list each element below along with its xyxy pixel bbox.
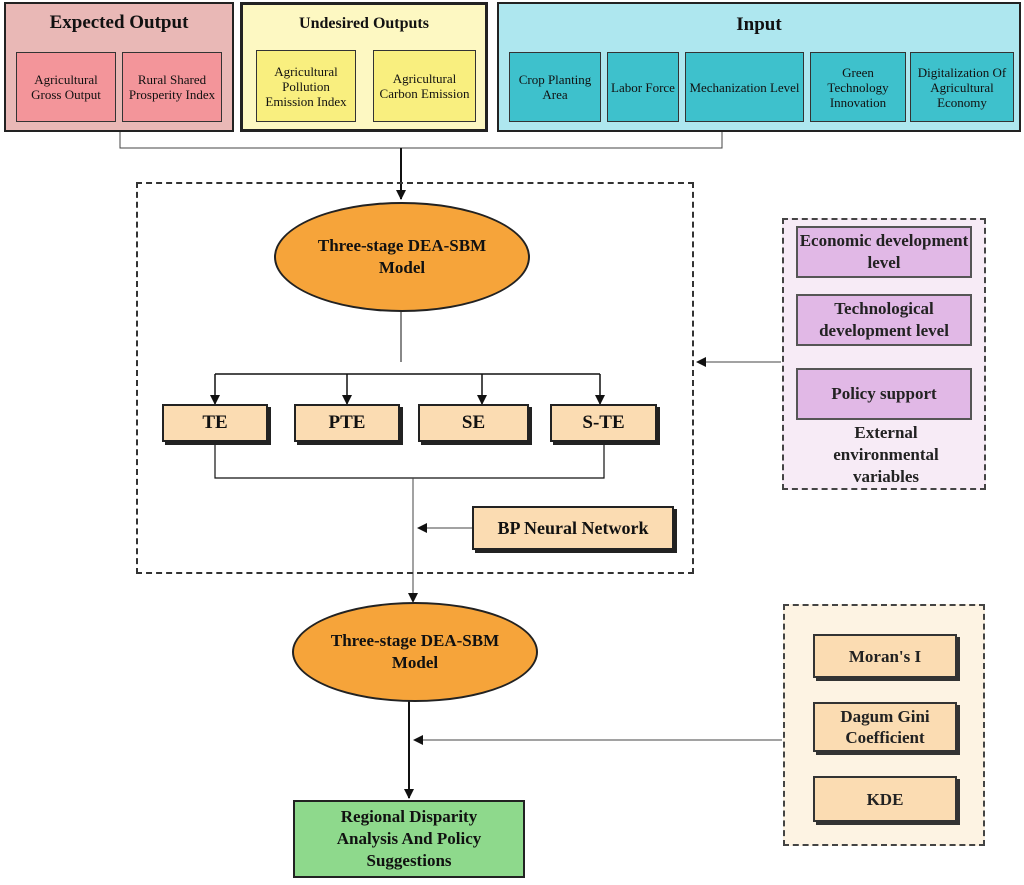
input-item-4: Green Technology Innovation <box>810 52 906 122</box>
input-group: Input Crop Planting Area Labor Force Mec… <box>497 2 1021 132</box>
env-item-policy: Policy support <box>796 368 972 420</box>
model-bottom-ellipse: Three-stage DEA-SBM Model <box>292 602 538 702</box>
input-title: Input <box>736 14 782 35</box>
process-container <box>136 182 694 574</box>
model-top-ellipse: Three-stage DEA-SBM Model <box>274 202 530 312</box>
metric-te: TE <box>162 404 268 442</box>
methods-group: Moran's I Dagum Gini Coefficient KDE <box>783 604 985 846</box>
method-morans-i: Moran's I <box>813 634 957 678</box>
metrics-combine-line <box>214 444 605 479</box>
undesired-outputs-title: Undesired Outputs <box>299 15 429 32</box>
result-box: Regional Disparity Analysis And Policy S… <box>293 800 525 878</box>
undesired-outputs-group: Undesired Outputs Agricultural Pollution… <box>240 2 488 132</box>
input-item-3: Mechanization Level <box>685 52 804 122</box>
expected-output-title: Expected Output <box>49 12 189 33</box>
input-item-5: Digitalization Of Agricultural Economy <box>910 52 1014 122</box>
method-kde: KDE <box>813 776 957 822</box>
bp-neural-network-box: BP Neural Network <box>472 506 674 550</box>
metric-se: SE <box>418 404 529 442</box>
input-item-2: Labor Force <box>607 52 679 122</box>
input-item-1: Crop Planting Area <box>509 52 601 122</box>
metric-ste: S-TE <box>550 404 657 442</box>
top-combine-line <box>119 132 723 149</box>
undesired-output-item-2: Agricultural Carbon Emission <box>373 50 476 122</box>
environment-caption: External environmental variables <box>833 423 939 486</box>
expected-output-item-1: Agricultural Gross Output <box>16 52 116 122</box>
env-item-technological: Technological development level <box>796 294 972 346</box>
undesired-output-item-1: Agricultural Pollution Emission Index <box>256 50 356 122</box>
expected-output-group: Expected Output Agricultural Gross Outpu… <box>4 2 234 132</box>
environment-group: Economic development level Technological… <box>782 218 986 490</box>
env-item-economic: Economic development level <box>796 226 972 278</box>
method-dagum-gini: Dagum Gini Coefficient <box>813 702 957 752</box>
expected-output-item-2: Rural Shared Prosperity Index <box>122 52 222 122</box>
metric-pte: PTE <box>294 404 400 442</box>
